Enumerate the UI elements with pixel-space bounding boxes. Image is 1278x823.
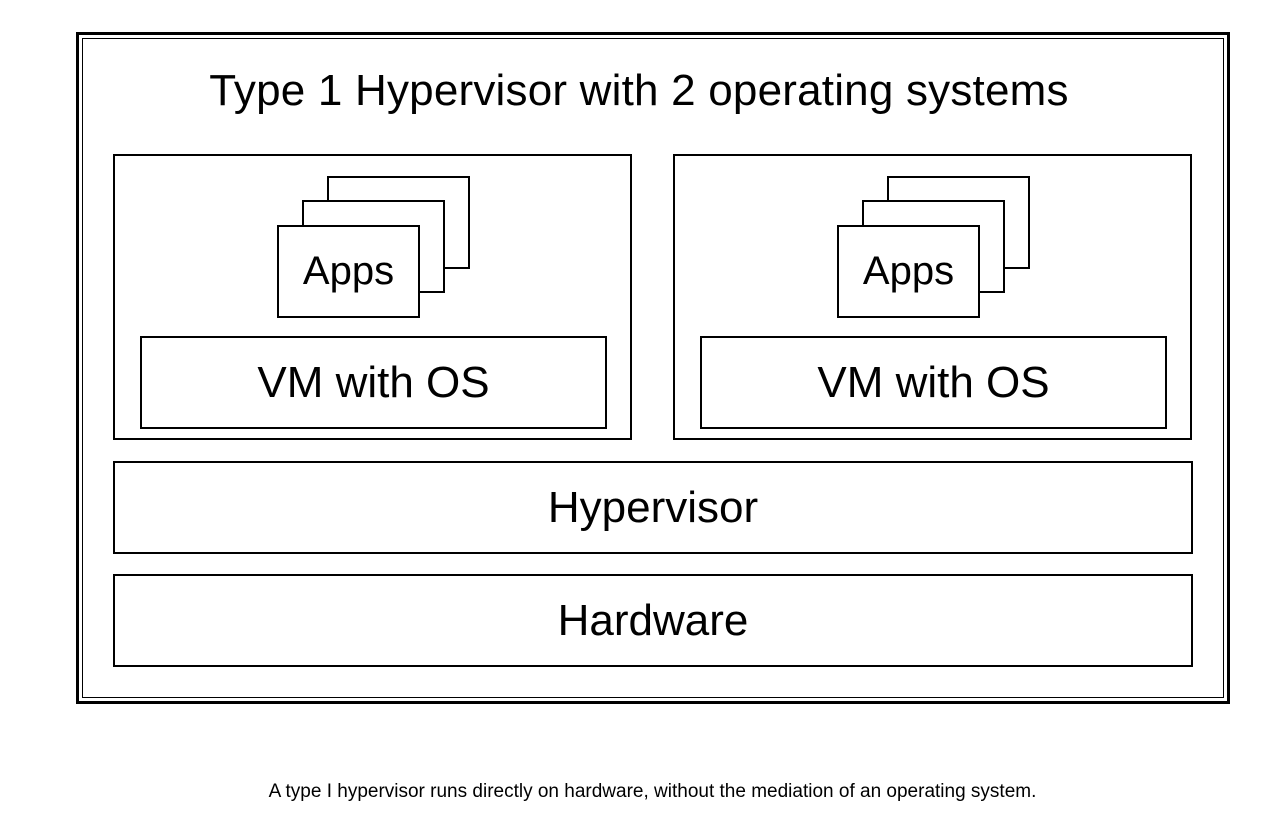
diagram-title: Type 1 Hypervisor with 2 operating syste… (209, 66, 1069, 115)
hypervisor-layer: Hypervisor (113, 461, 1193, 554)
diagram-frame-inner-border (82, 38, 1224, 698)
figure-caption: A type I hypervisor runs directly on har… (268, 781, 1037, 802)
diagram-frame (76, 32, 1230, 704)
apps-label: Apps (837, 225, 980, 318)
vm-with-os-box-right: VM with OS (700, 336, 1167, 429)
vm-panel-right: Apps VM with OS (673, 154, 1192, 440)
apps-stack-right: Apps (837, 176, 1032, 321)
vm-panel-left: Apps VM with OS (113, 154, 632, 440)
apps-stack-left: Apps (277, 176, 472, 321)
vm-with-os-box-left: VM with OS (140, 336, 607, 429)
apps-label: Apps (277, 225, 420, 318)
hardware-layer: Hardware (113, 574, 1193, 667)
